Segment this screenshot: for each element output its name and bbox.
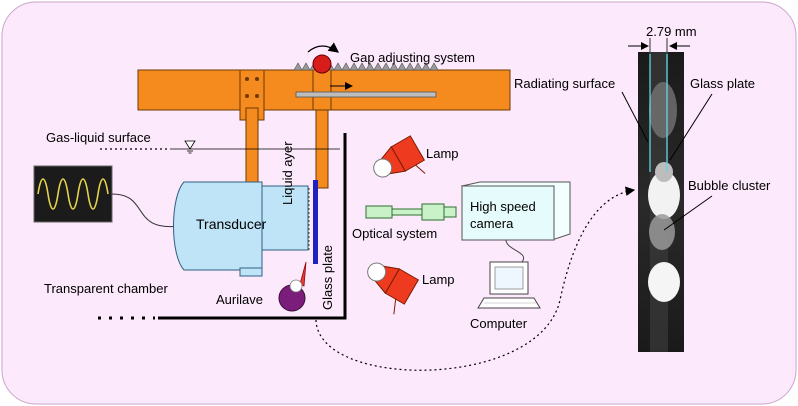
radiating-surface-label: Radiating surface: [514, 76, 615, 91]
camera-label-line1: High speed: [470, 199, 536, 214]
glass-plate-vertical-label: Glass plate: [320, 245, 335, 310]
oscilloscope-screen: [33, 165, 113, 223]
radiating-surface-pointer: [621, 91, 649, 143]
transducer-label: Transducer: [196, 216, 267, 232]
bubble-cluster-label: Bubble cluster: [688, 178, 771, 193]
glass-plate: [313, 180, 318, 264]
optical-system-label: Optical system: [352, 226, 437, 241]
gap-knob: [312, 54, 332, 74]
lamp-icon: [373, 135, 426, 178]
computer-icon: [477, 261, 541, 309]
optical-system: [365, 203, 457, 221]
aurilave-label: Aurilave: [216, 292, 263, 307]
gas-liquid-surface-label: Gas-liquid surface: [46, 130, 151, 145]
lamp-top-label: Lamp: [426, 146, 459, 161]
gap-width-label: 2.79 mm: [646, 24, 697, 39]
gap-adjusting-system-label: Gap adjusting system: [350, 50, 475, 65]
sine-wave-icon: [37, 178, 109, 210]
transparent-chamber-label: Transparent chamber: [44, 281, 168, 296]
dotted-link-arrow: [315, 186, 636, 371]
bubble-cluster-pointer: [663, 195, 713, 231]
transducer: [173, 181, 309, 277]
camera-label-line2: camera: [470, 216, 514, 231]
transparent-chamber-wall: [158, 133, 347, 320]
computer-label: Computer: [470, 316, 528, 331]
rotation-arrow-icon: [307, 42, 340, 53]
signal-cable: [111, 193, 181, 228]
lamp-bottom-label: Lamp: [422, 272, 455, 287]
glass-plate-pointer: [669, 93, 713, 161]
aurilave: [278, 261, 307, 312]
camera-cable: [505, 239, 525, 263]
inverted-triangle-icon: [184, 140, 196, 150]
glass-plate-label: Glass plate: [690, 76, 755, 91]
high-speed-camera: [460, 181, 571, 241]
liquid-layer-label: Liquid ayer: [280, 141, 295, 205]
lamp-icon: [367, 262, 420, 315]
high-speed-photo: [638, 52, 684, 352]
